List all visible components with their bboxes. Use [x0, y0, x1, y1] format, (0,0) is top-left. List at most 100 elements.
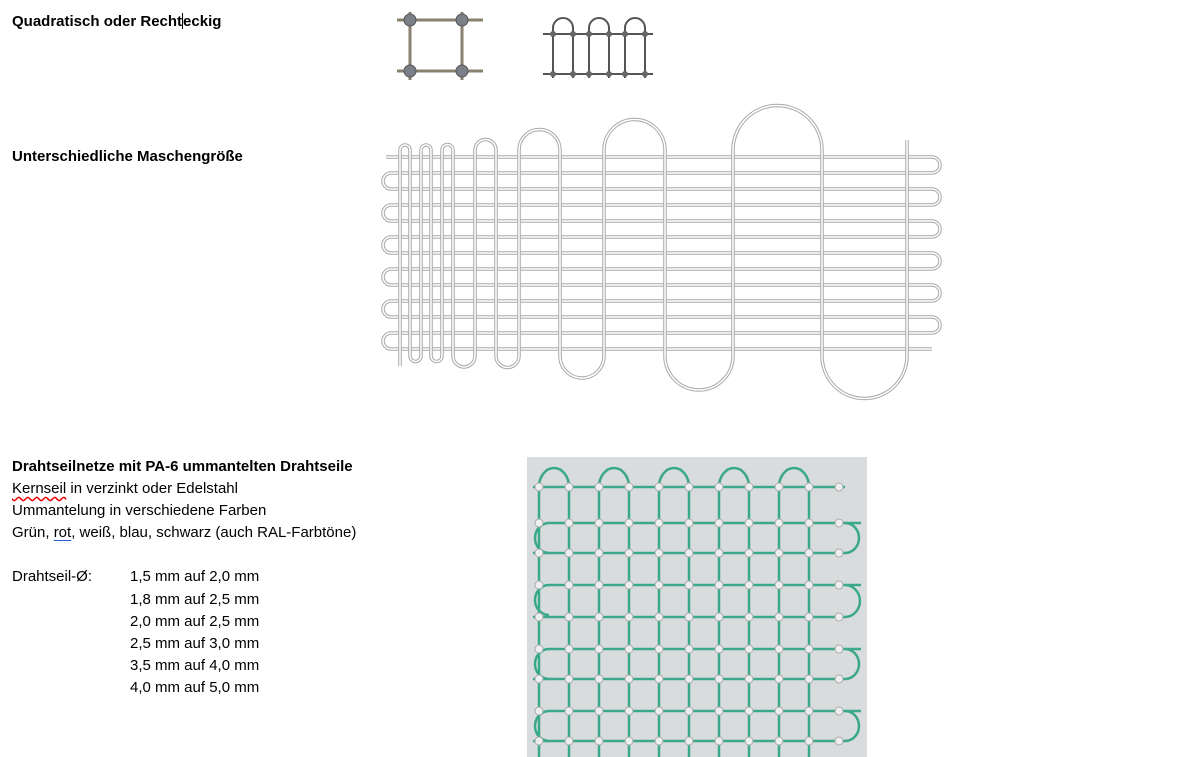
crimp-bead [684, 706, 694, 716]
crimp-bead [654, 612, 664, 622]
crimp-bead [624, 548, 634, 558]
crimp-bead [804, 482, 814, 492]
crimp-bead [624, 612, 634, 622]
crimp-bead [684, 644, 694, 654]
crimp-bead [834, 482, 844, 492]
crimp-bead [714, 482, 724, 492]
crimp-bead [684, 674, 694, 684]
crimp-bead [594, 706, 604, 716]
crimp-bead [534, 674, 544, 684]
crimp-bead [834, 644, 844, 654]
crimp-bead [534, 548, 544, 558]
crimp-bead [744, 482, 754, 492]
crimp-bead [774, 612, 784, 622]
crimp-bead [834, 580, 844, 590]
crimp-bead [594, 674, 604, 684]
green-rope-net-photo [527, 457, 867, 757]
crimp-bead [564, 518, 574, 528]
crimp-bead [774, 674, 784, 684]
text-coating: Ummantelung in verschiedene Farben [12, 502, 267, 519]
crimp-bead [594, 580, 604, 590]
crimp-bead [564, 736, 574, 746]
crimp-bead [774, 482, 784, 492]
crimp-bead [744, 706, 754, 716]
mesh-size-drawing [381, 103, 942, 401]
diameter-value: 1,5 mm auf 2,0 mm [130, 568, 260, 585]
crimp-bead [534, 580, 544, 590]
crimp-bead [804, 580, 814, 590]
text-colors: Grün, rot, weiß, blau, schwarz (auch RAL… [12, 524, 357, 541]
crimp-bead [534, 518, 544, 528]
crimp-bead [624, 644, 634, 654]
crimp-bead [774, 518, 784, 528]
rope-loop [777, 466, 811, 757]
heading-wire-rope-nets: Drahtseilnetze mit PA-6 ummantelten Drah… [12, 458, 353, 475]
text-cursor [182, 13, 184, 29]
crimp-bead [744, 736, 754, 746]
crimp-bead [774, 548, 784, 558]
heading-square-or-rectangular: Quadratisch oder Rechteckig [12, 13, 222, 30]
crimp-bead [534, 612, 544, 622]
crimp-bead [714, 674, 724, 684]
crimp-bead [714, 612, 724, 622]
crimp-bead [714, 706, 724, 716]
square-mesh-image [397, 12, 483, 80]
rope-loop [597, 466, 631, 757]
crimp-bead [714, 644, 724, 654]
crimp-bead [564, 580, 574, 590]
crimp-bead [744, 518, 754, 528]
crimp-bead [684, 518, 694, 528]
diameter-label: Drahtseil-Ø: [12, 568, 93, 585]
diameter-value: 1,8 mm auf 2,5 mm [130, 591, 260, 608]
crimp-bead [624, 706, 634, 716]
crimp-bead [774, 706, 784, 716]
crimp-bead [774, 580, 784, 590]
crimp-bead [564, 644, 574, 654]
crimp-bead [684, 548, 694, 558]
crimp-bead [654, 518, 664, 528]
crimp-bead [564, 674, 574, 684]
crimp-bead [744, 674, 754, 684]
crimp-bead [834, 736, 844, 746]
crimp-bead [804, 674, 814, 684]
crimp-bead [534, 482, 544, 492]
rope-loop [657, 466, 691, 757]
crimp-bead [654, 548, 664, 558]
crimp-bead [684, 612, 694, 622]
crimp-bead [684, 736, 694, 746]
crimp-bead [684, 580, 694, 590]
crimp-bead [804, 644, 814, 654]
crimp-bead [744, 548, 754, 558]
crimp-bead [564, 548, 574, 558]
diameter-value: 4,0 mm auf 5,0 mm [130, 679, 260, 696]
text-core-rope: Kernseil in verzinkt oder Edelstahl [12, 480, 238, 497]
crimp-bead [714, 548, 724, 558]
crimp-bead [594, 548, 604, 558]
crimp-bead [774, 736, 784, 746]
crimp-bead [654, 736, 664, 746]
crimp-bead [594, 612, 604, 622]
rope-loop [717, 466, 751, 757]
crimp-bead [654, 580, 664, 590]
crimp-bead [804, 612, 814, 622]
crimp-bead [804, 548, 814, 558]
crimp-bead [834, 674, 844, 684]
crimp-bead [804, 706, 814, 716]
crimp-bead [804, 736, 814, 746]
diameter-value: 2,0 mm auf 2,5 mm [130, 613, 260, 630]
crimp-bead [654, 644, 664, 654]
crimp-bead [744, 580, 754, 590]
crimp-bead [654, 674, 664, 684]
crimp-bead [564, 706, 574, 716]
loop-mesh-image [543, 17, 653, 78]
crimp-bead [834, 612, 844, 622]
crimp-bead [624, 674, 634, 684]
crimp-bead [744, 612, 754, 622]
crimp-bead [834, 706, 844, 716]
crimp-bead [594, 482, 604, 492]
crimp-bead [594, 736, 604, 746]
crimp-bead [594, 518, 604, 528]
crimp-bead [594, 644, 604, 654]
crimp-bead [744, 644, 754, 654]
crimp-bead [534, 736, 544, 746]
